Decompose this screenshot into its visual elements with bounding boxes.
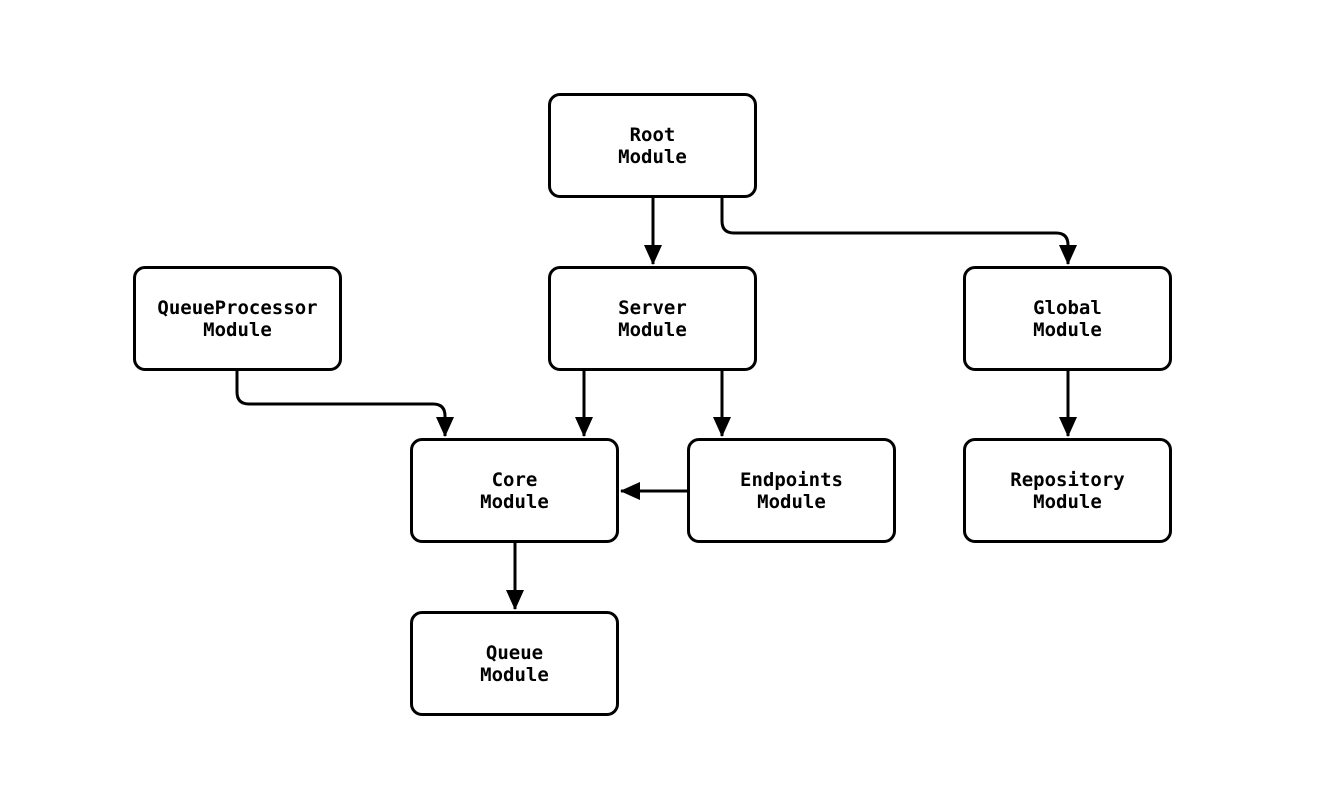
edge-group (235, 198, 1077, 610)
edge-root-to-global (720, 198, 1077, 265)
node-global: Global Module (963, 266, 1172, 371)
node-label: Global Module (1033, 296, 1102, 341)
node-label: Endpoints Module (740, 468, 843, 513)
node-queueprocessor: QueueProcessor Module (133, 266, 342, 371)
node-label: Repository Module (1010, 468, 1125, 513)
node-label: Server Module (618, 296, 687, 341)
node-server: Server Module (548, 266, 757, 371)
node-label: QueueProcessor Module (157, 296, 318, 341)
node-label: Queue Module (480, 641, 549, 686)
node-endpoints: Endpoints Module (687, 438, 896, 543)
node-queue: Queue Module (410, 611, 619, 716)
node-label: Root Module (618, 123, 687, 168)
node-label: Core Module (480, 468, 549, 513)
node-repository: Repository Module (963, 438, 1172, 543)
node-root: Root Module (548, 93, 757, 198)
node-core: Core Module (410, 438, 619, 543)
edge-queueprocessor-to-core (235, 371, 454, 437)
